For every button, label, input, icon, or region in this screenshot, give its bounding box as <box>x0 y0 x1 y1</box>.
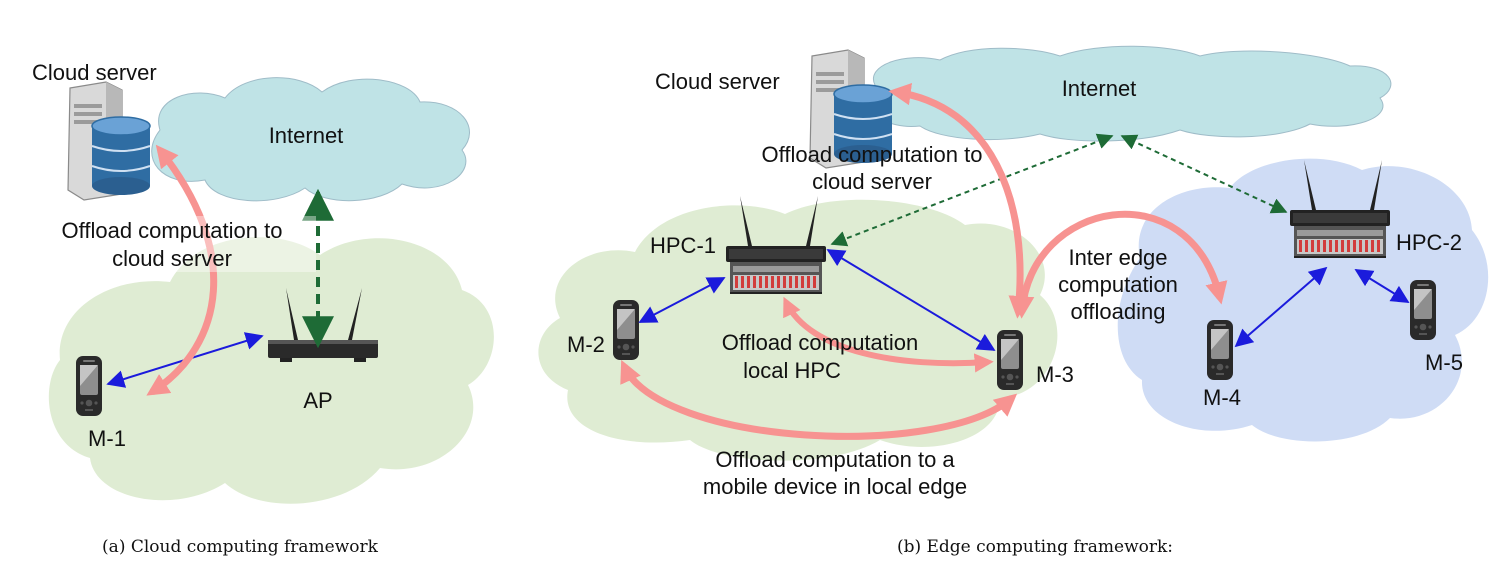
mobile-phone-icon <box>76 356 102 416</box>
wireless-link <box>1234 266 1328 348</box>
offload-mobile-line2: mobile device in local edge <box>703 474 967 499</box>
internet-label: Internet <box>1062 76 1137 101</box>
offload-cloud-line2: cloud server <box>812 169 932 194</box>
local-network-cloud <box>48 237 494 504</box>
offload-arrow <box>620 359 1018 440</box>
m2-label: M-2 <box>567 332 605 357</box>
offload-cloud-line1: Offload computation to <box>762 142 983 167</box>
offload-arrow <box>888 83 1031 319</box>
m3-label: M-3 <box>1036 362 1074 387</box>
hpc1-label: HPC-1 <box>650 233 716 258</box>
wireless-link <box>1354 269 1410 303</box>
offload-label-line1: Offload computation to <box>62 218 283 243</box>
offload-label-line2: cloud server <box>112 246 232 271</box>
offload-arrow <box>1011 210 1228 319</box>
hpc2-label: HPC-2 <box>1396 230 1462 255</box>
m4-label: M-4 <box>1203 385 1241 410</box>
caption: (b) Edge computing framework: <box>897 537 1173 557</box>
inter-edge-line3: offloading <box>1070 299 1165 324</box>
offload-arrow <box>146 144 218 396</box>
ap-label: AP <box>303 388 332 413</box>
inter-edge-line1: Inter edge <box>1068 245 1167 270</box>
mobile-phone-icon <box>1207 320 1233 380</box>
cloud-server-label: Cloud server <box>655 69 780 94</box>
internet-label: Internet <box>269 123 344 148</box>
wireless-link <box>638 277 726 323</box>
offload-mobile-line1: Offload computation to a <box>715 447 955 472</box>
mobile-phone-icon <box>997 330 1023 390</box>
offload-hpc-line1: Offload computation <box>722 330 919 355</box>
m5-label: M-5 <box>1425 350 1463 375</box>
caption: (a) Cloud computing framework <box>102 537 379 557</box>
mobile-phone-icon <box>1410 280 1436 340</box>
mobile-label: M-1 <box>88 426 126 451</box>
offload-hpc-line2: local HPC <box>743 358 841 383</box>
server-database-icon <box>67 81 151 201</box>
internet-link <box>1120 134 1288 214</box>
internet-cloud <box>151 77 470 202</box>
inter-edge-line2: computation <box>1058 272 1178 297</box>
cloud-server-label: Cloud server <box>32 60 157 85</box>
mobile-phone-icon <box>613 300 639 360</box>
